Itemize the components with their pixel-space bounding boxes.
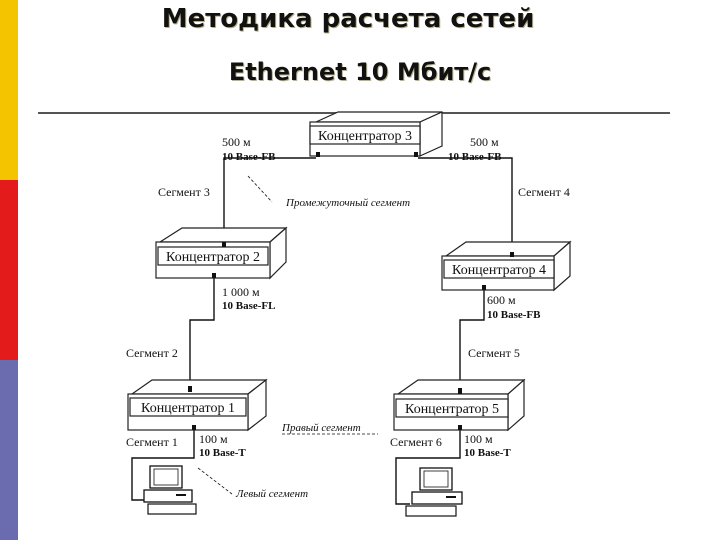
h5-link-length: 100 м xyxy=(464,432,493,446)
segment-3-label: Сегмент 3 xyxy=(158,185,210,199)
hub-5-label: Концентратор 5 xyxy=(405,402,499,417)
h4-link-type: 10 Base-FB xyxy=(487,309,541,321)
accent-bar-red xyxy=(0,180,18,360)
hub-2: Концентратор 2 xyxy=(155,226,288,280)
computer-icon xyxy=(405,467,463,517)
hub-2-label: Концентратор 2 xyxy=(166,250,260,265)
h4-link-length: 600 м xyxy=(487,293,516,307)
slide-title-line1: Методика расчета сетей xyxy=(161,4,535,34)
hub-3-label: Концентратор 3 xyxy=(318,129,412,144)
h1-link-length: 100 м xyxy=(199,432,228,446)
h3-left-type: 10 Base-FB xyxy=(222,151,276,163)
segment-4-label: Сегмент 4 xyxy=(518,185,570,199)
left-segment-annotation: Левый сегмент xyxy=(235,488,308,500)
right-segment-annotation: Правый сегмент xyxy=(281,422,361,434)
h3-right-type: 10 Base-FB xyxy=(448,151,502,163)
hub-4-label: Концентратор 4 xyxy=(452,263,546,278)
link-h1-pc1 xyxy=(131,430,195,501)
link-h4-h5 xyxy=(459,290,485,390)
computer-icon xyxy=(143,465,197,515)
hub-3: Концентратор 3 xyxy=(309,111,443,157)
link-h3-h4 xyxy=(418,157,513,252)
link-h2-h1 xyxy=(189,278,215,386)
accent-bar-yellow xyxy=(0,0,18,180)
segment-5-label: Сегмент 5 xyxy=(468,346,520,360)
hub-1-label: Концентратор 1 xyxy=(141,401,235,416)
hub-5: Концентратор 5 xyxy=(393,378,526,432)
intermediate-segment-annotation: Промежуточный сегмент xyxy=(285,197,410,209)
hub-1: Концентратор 1 xyxy=(127,378,268,432)
segment-6-label: Сегмент 6 xyxy=(390,435,442,449)
h1-link-type: 10 Base-T xyxy=(199,447,246,459)
hub-4: Концентратор 4 xyxy=(441,240,572,292)
accent-bar-blue xyxy=(0,360,18,540)
h2-link-length: 1 000 м xyxy=(222,285,260,299)
links xyxy=(131,157,513,505)
link-h3-h2 xyxy=(223,157,316,246)
h2-link-type: 10 Base-FL xyxy=(222,300,275,312)
h3-right-length: 500 м xyxy=(470,135,499,149)
link-h5-pc2 xyxy=(395,430,461,505)
segment-2-label: Сегмент 2 xyxy=(126,346,178,360)
slide-title-line2: Ethernet 10 Мбит/с xyxy=(228,58,492,86)
segment-1-label: Сегмент 1 xyxy=(126,435,178,449)
h3-left-length: 500 м xyxy=(222,135,251,149)
h5-link-type: 10 Base-T xyxy=(464,447,511,459)
